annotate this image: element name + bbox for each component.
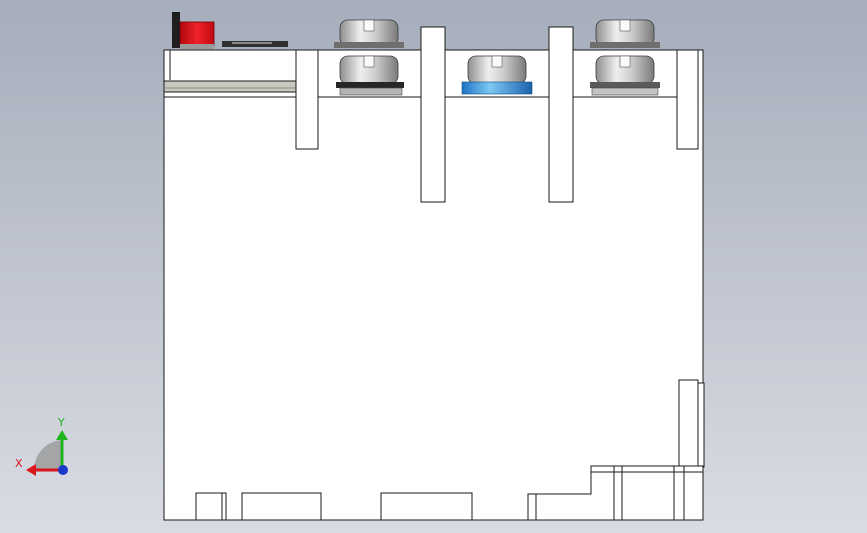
foot-2: [241, 492, 322, 521]
screw-top-left: [334, 19, 404, 48]
foot-3: [380, 492, 473, 521]
reset-slider-ridge: [232, 42, 272, 44]
screw-lower-center: [461, 55, 533, 95]
gray-strip: [163, 80, 297, 93]
foot-1: [195, 492, 227, 521]
right-clip-tab: [697, 382, 705, 468]
partition-right: [676, 49, 699, 150]
partition-center-left: [420, 26, 446, 203]
bottom-right-mount: [527, 465, 704, 521]
partition-left: [295, 49, 319, 150]
screw-top-right: [590, 19, 660, 48]
indicator-base: [180, 44, 214, 49]
screw-lower-left: [336, 55, 404, 96]
terminal-screws: [334, 19, 660, 96]
red-indicator: [179, 21, 215, 47]
right-clip: [678, 379, 699, 471]
partition-center-right: [548, 26, 574, 203]
indicator-stem: [172, 12, 180, 48]
screw-lower-right: [590, 55, 660, 96]
